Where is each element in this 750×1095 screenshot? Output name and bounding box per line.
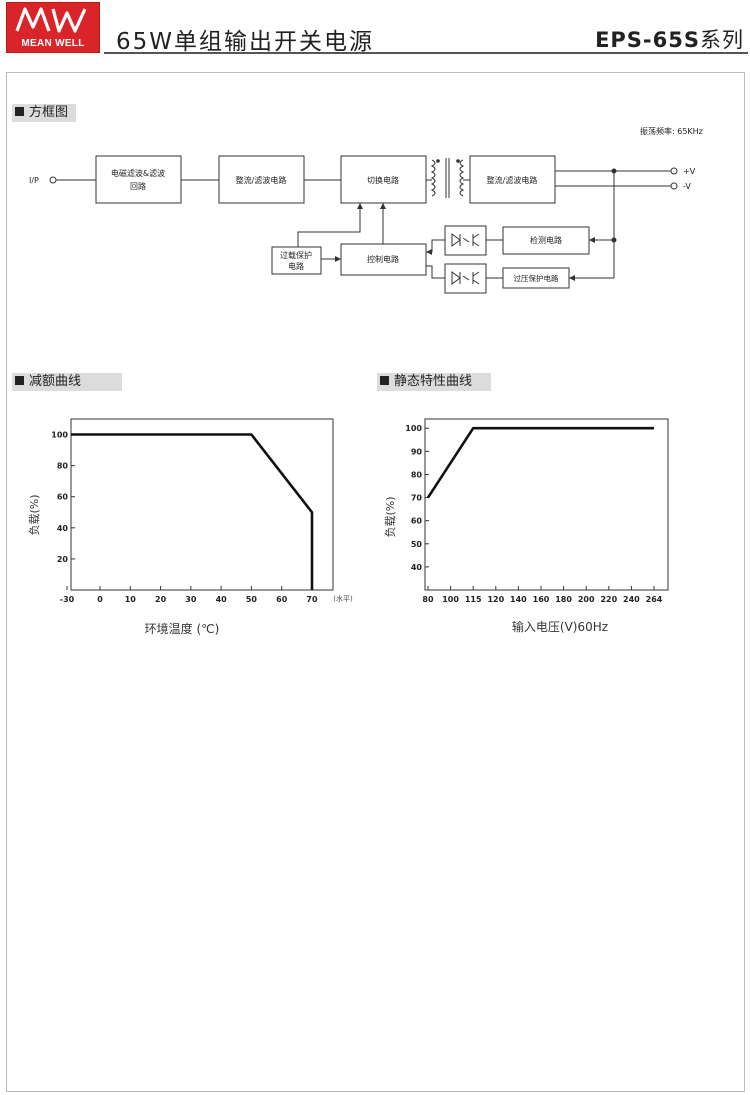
model-title: EPS-65S系列 bbox=[595, 24, 744, 54]
block-diagram-heading: 方框图 bbox=[12, 104, 76, 122]
static-y-tick-label: 60 bbox=[411, 517, 423, 526]
derating-chart: 20 40 60 80 100 -30 0 10 20 30 40 50 60 70 (水平) 环境温度 … bbox=[27, 418, 353, 636]
derating-x-tick-label: 10 bbox=[125, 595, 137, 604]
derating-x-unit-note: (水平) bbox=[333, 594, 353, 603]
block-diagram-heading-text: 方框图 bbox=[29, 105, 69, 120]
optocoupler-2-icon bbox=[451, 271, 480, 285]
overload-label-1: 过载保护 bbox=[280, 250, 312, 260]
static-y-axis-label: 负载(%) bbox=[383, 496, 397, 537]
overvoltage-label: 过压保护电路 bbox=[514, 273, 559, 283]
static-x-tick-label: 240 bbox=[623, 595, 640, 604]
static-y-tick-label: 40 bbox=[411, 563, 423, 572]
static-chart: 40 50 60 70 80 90 100 80 100 115 120 140 160 180 200 22… bbox=[383, 418, 669, 634]
derating-x-tick-label: 50 bbox=[246, 595, 258, 604]
mw-logo-icon bbox=[15, 7, 87, 33]
derating-y-tick-label: 100 bbox=[51, 431, 68, 440]
derating-x-tick-label: 20 bbox=[155, 595, 167, 604]
static-x-tick-label: 80 bbox=[422, 595, 434, 604]
transformer-icon bbox=[430, 158, 465, 198]
static-y-tick-label: 70 bbox=[411, 494, 423, 503]
derating-heading-text: 减额曲线 bbox=[29, 374, 82, 389]
rectifier-in-label: 整流/滤波电路 bbox=[236, 175, 287, 185]
static-y-tick-label: 50 bbox=[411, 540, 423, 549]
derating-y-tick-label: 80 bbox=[57, 462, 69, 471]
derating-x-tick-label: 30 bbox=[185, 595, 197, 604]
derating-heading: 减额曲线 bbox=[12, 373, 122, 391]
rectifier-out-box bbox=[469, 155, 556, 204]
derating-x-tick-label: 0 bbox=[97, 595, 103, 604]
bullet-square-icon bbox=[15, 376, 24, 385]
static-x-tick-label: 140 bbox=[510, 595, 527, 604]
derating-x-tick-label: 70 bbox=[306, 595, 318, 604]
emi-filter-label-2: 回路 bbox=[130, 181, 146, 191]
static-y-tick-label: 90 bbox=[411, 447, 423, 456]
static-x-tick-label: 220 bbox=[600, 595, 617, 604]
input-terminal bbox=[49, 176, 57, 184]
model-suffix: 系列 bbox=[700, 28, 744, 52]
detection-label: 检测电路 bbox=[530, 235, 562, 245]
content-panel bbox=[6, 72, 745, 1092]
oscillation-frequency-note: 振荡频率: 65KHz bbox=[640, 126, 703, 136]
derating-x-tick-label: 60 bbox=[276, 595, 288, 604]
derating-plot-frame bbox=[70, 418, 334, 591]
header-rule bbox=[104, 52, 748, 54]
derating-y-tick-label: 40 bbox=[57, 524, 69, 533]
overload-box bbox=[271, 246, 322, 275]
static-heading: 静态特性曲线 bbox=[377, 373, 491, 391]
derating-curve bbox=[71, 433, 314, 590]
input-label: I/P bbox=[29, 176, 39, 185]
static-x-tick-label: 180 bbox=[555, 595, 572, 604]
bullet-square-icon bbox=[15, 107, 24, 116]
bullet-square-icon bbox=[380, 376, 389, 385]
optocoupler-1-icon bbox=[451, 233, 480, 247]
static-curve bbox=[426, 426, 654, 499]
static-y-tick-label: 80 bbox=[411, 471, 423, 480]
output-minus-label: -V bbox=[683, 182, 691, 191]
static-x-tick-label: 120 bbox=[487, 595, 504, 604]
rectifier-out-label: 整流/滤波电路 bbox=[487, 175, 538, 185]
output-plus-label: +V bbox=[683, 167, 696, 176]
derating-x-tick-label: 40 bbox=[216, 595, 228, 604]
control-label: 控制电路 bbox=[367, 254, 399, 264]
emi-filter-box bbox=[95, 155, 182, 204]
logo-text: MEAN WELL bbox=[21, 38, 85, 49]
emi-filter-label: 电磁滤波&滤波 bbox=[111, 168, 165, 178]
derating-y-tick-label: 60 bbox=[57, 493, 69, 502]
static-x-tick-label: 115 bbox=[465, 595, 482, 604]
static-plot-frame bbox=[424, 418, 669, 591]
optocoupler-1-box bbox=[444, 225, 487, 256]
output-plus-terminal bbox=[670, 167, 678, 175]
derating-y-axis-label: 负载(%) bbox=[27, 494, 41, 535]
overload-label-2: 电路 bbox=[288, 261, 304, 271]
static-x-axis-label: 输入电压(V)60Hz bbox=[512, 619, 608, 634]
model-name: EPS-65S bbox=[595, 28, 700, 52]
static-x-tick-label: 200 bbox=[578, 595, 595, 604]
page-title: 65W单组输出开关电源 bbox=[116, 29, 375, 55]
output-minus-terminal bbox=[670, 182, 678, 190]
static-x-tick-label: 264 bbox=[646, 595, 663, 604]
static-x-tick-label: 160 bbox=[533, 595, 550, 604]
derating-x-tick-label: -30 bbox=[60, 595, 75, 604]
block-diagram: 振荡频率: 65KHz I/P 电磁滤波&滤波 回路 整流/滤波电路 切换电路 … bbox=[29, 126, 703, 294]
switching-label: 切换电路 bbox=[367, 175, 399, 185]
mean-well-logo: MEAN WELL bbox=[6, 2, 100, 53]
static-y-tick-label: 100 bbox=[405, 424, 422, 433]
optocoupler-2-box bbox=[444, 263, 487, 294]
derating-x-axis-label: 环境温度 (℃) bbox=[145, 621, 220, 636]
static-x-tick-label: 100 bbox=[442, 595, 459, 604]
derating-y-tick-label: 20 bbox=[57, 555, 69, 564]
static-heading-text: 静态特性曲线 bbox=[394, 374, 473, 389]
